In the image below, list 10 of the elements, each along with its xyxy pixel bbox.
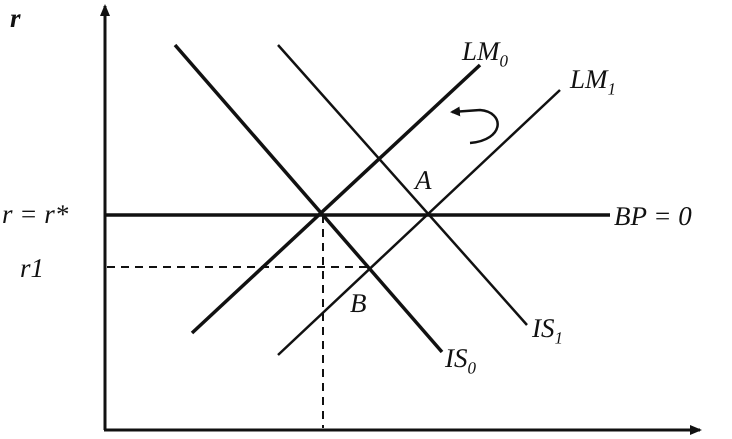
curve-label: LM$_{1}$ (570, 66, 616, 98)
axis-label: r (10, 5, 21, 32)
axis-label: r = r* (2, 201, 68, 228)
axis-label: r1 (20, 255, 44, 282)
point-label: B (350, 290, 366, 317)
point-label: A (415, 167, 432, 194)
curve-label: IS$_{1}$ (532, 315, 563, 346)
curve-label: BP = 0 (614, 203, 692, 230)
curve-label: IS$_{0}$ (445, 345, 476, 376)
curve-label: LM$_{0}$ (462, 38, 508, 70)
